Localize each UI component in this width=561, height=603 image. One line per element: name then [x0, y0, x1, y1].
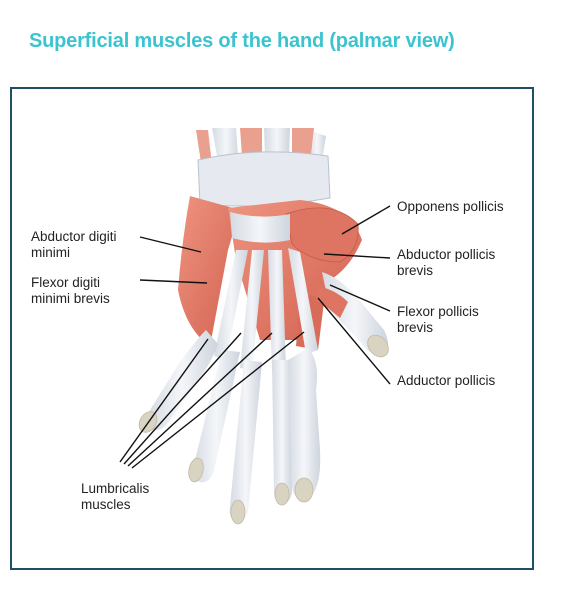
label-flexor-pollicis-brevis: Flexor pollicis brevis	[397, 304, 479, 335]
leader-flexor-digiti-minimi-brevis	[139, 279, 208, 284]
leader-flexor-pollicis-brevis	[329, 284, 391, 312]
fingertips	[138, 334, 389, 525]
thumb	[316, 272, 388, 355]
label-abductor-pollicis-brevis: Abductor pollicis brevis	[397, 247, 496, 278]
figure-title: Superficial muscles of the hand (palmar …	[29, 30, 455, 52]
flexor-retinaculum	[197, 151, 331, 207]
leader-lines	[119, 205, 391, 469]
label-flexor-digiti-minimi-brevis: Flexor digiti minimi brevis	[31, 275, 110, 306]
leader-abductor-digiti-minimi	[139, 236, 202, 253]
leader-lumbrical-2	[123, 332, 242, 465]
fingers	[146, 330, 321, 523]
leader-lumbrical-4	[131, 331, 305, 469]
label-opponens-pollicis: Opponens pollicis	[397, 199, 504, 214]
palm-tendons	[214, 212, 318, 372]
leader-adductor-pollicis	[317, 297, 391, 385]
label-adductor-pollicis: Adductor pollicis	[397, 373, 496, 388]
leader-opponens-pollicis	[341, 205, 391, 235]
leader-lumbrical-3	[127, 332, 273, 467]
leader-lumbrical-1	[119, 338, 209, 463]
label-lumbricalis-muscles: Lumbricalis muscles	[81, 481, 150, 512]
leader-abductor-pollicis-brevis	[323, 253, 391, 259]
label-abductor-digiti-minimi: Abductor digiti minimi	[31, 229, 117, 260]
